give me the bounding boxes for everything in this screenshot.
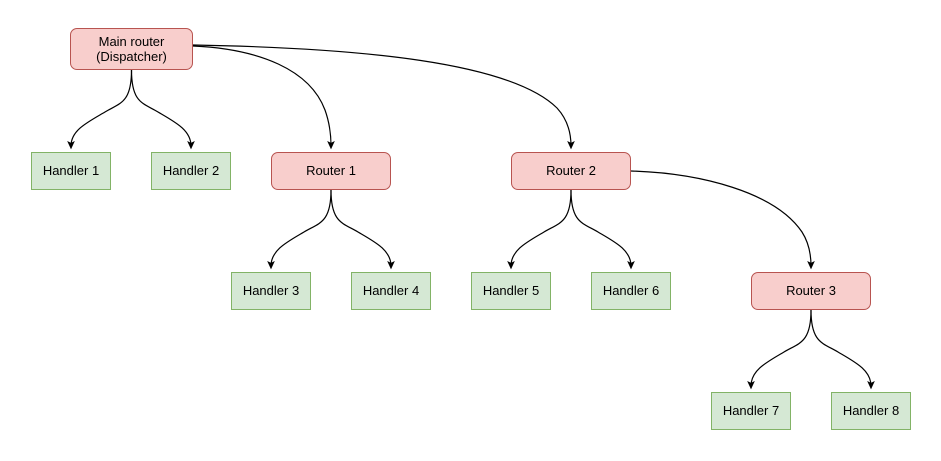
node-main-router[interactable]: Main router (Dispatcher) (70, 28, 193, 70)
node-router-1[interactable]: Router 1 (271, 152, 391, 190)
node-router-3[interactable]: Router 3 (751, 272, 871, 310)
edge-main-router-to-handler-1 (67, 69, 133, 150)
edge-main-router-to-router-1 (192, 45, 335, 150)
node-handler-4[interactable]: Handler 4 (351, 272, 431, 310)
node-handler-3[interactable]: Handler 3 (231, 272, 311, 310)
node-handler-2[interactable]: Handler 2 (151, 152, 231, 190)
node-handler-1[interactable]: Handler 1 (31, 152, 111, 190)
edges-group (67, 44, 875, 390)
node-handler-5[interactable]: Handler 5 (471, 272, 551, 310)
edge-router-3-to-handler-7 (747, 309, 812, 390)
edge-router-1-to-handler-3 (267, 189, 332, 270)
edge-main-router-to-handler-2 (130, 69, 195, 150)
edge-router-2-to-handler-5 (507, 189, 572, 270)
edge-main-router-to-router-2 (192, 44, 575, 150)
edge-router-1-to-handler-4 (330, 189, 395, 270)
node-handler-7[interactable]: Handler 7 (711, 392, 791, 430)
edge-router-3-to-handler-8 (810, 309, 875, 390)
node-handler-6[interactable]: Handler 6 (591, 272, 671, 310)
node-handler-8[interactable]: Handler 8 (831, 392, 911, 430)
edge-router-2-to-handler-6 (570, 189, 635, 270)
node-router-2[interactable]: Router 2 (511, 152, 631, 190)
edge-router-2-to-router-3 (630, 170, 815, 270)
